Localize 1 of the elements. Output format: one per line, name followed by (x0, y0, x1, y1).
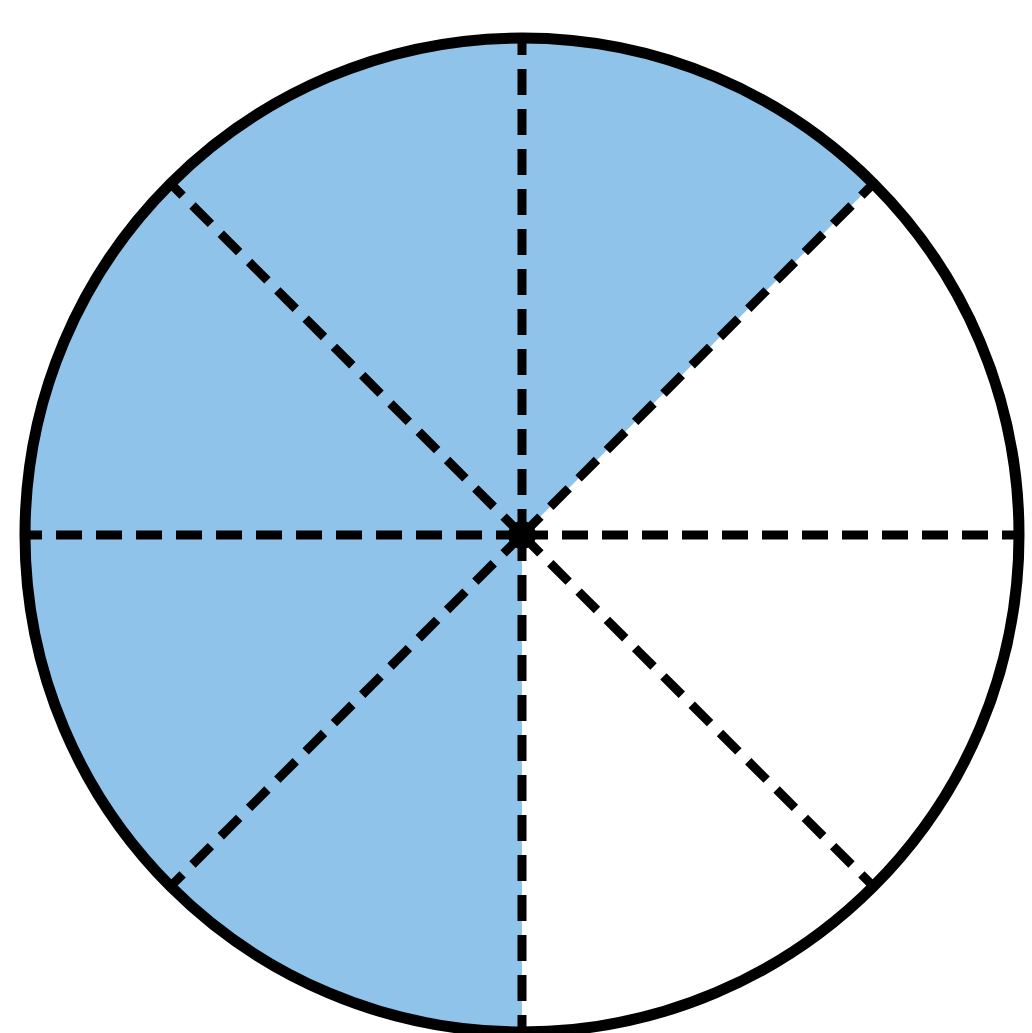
fraction-circle-drawing (19, 32, 1025, 1033)
